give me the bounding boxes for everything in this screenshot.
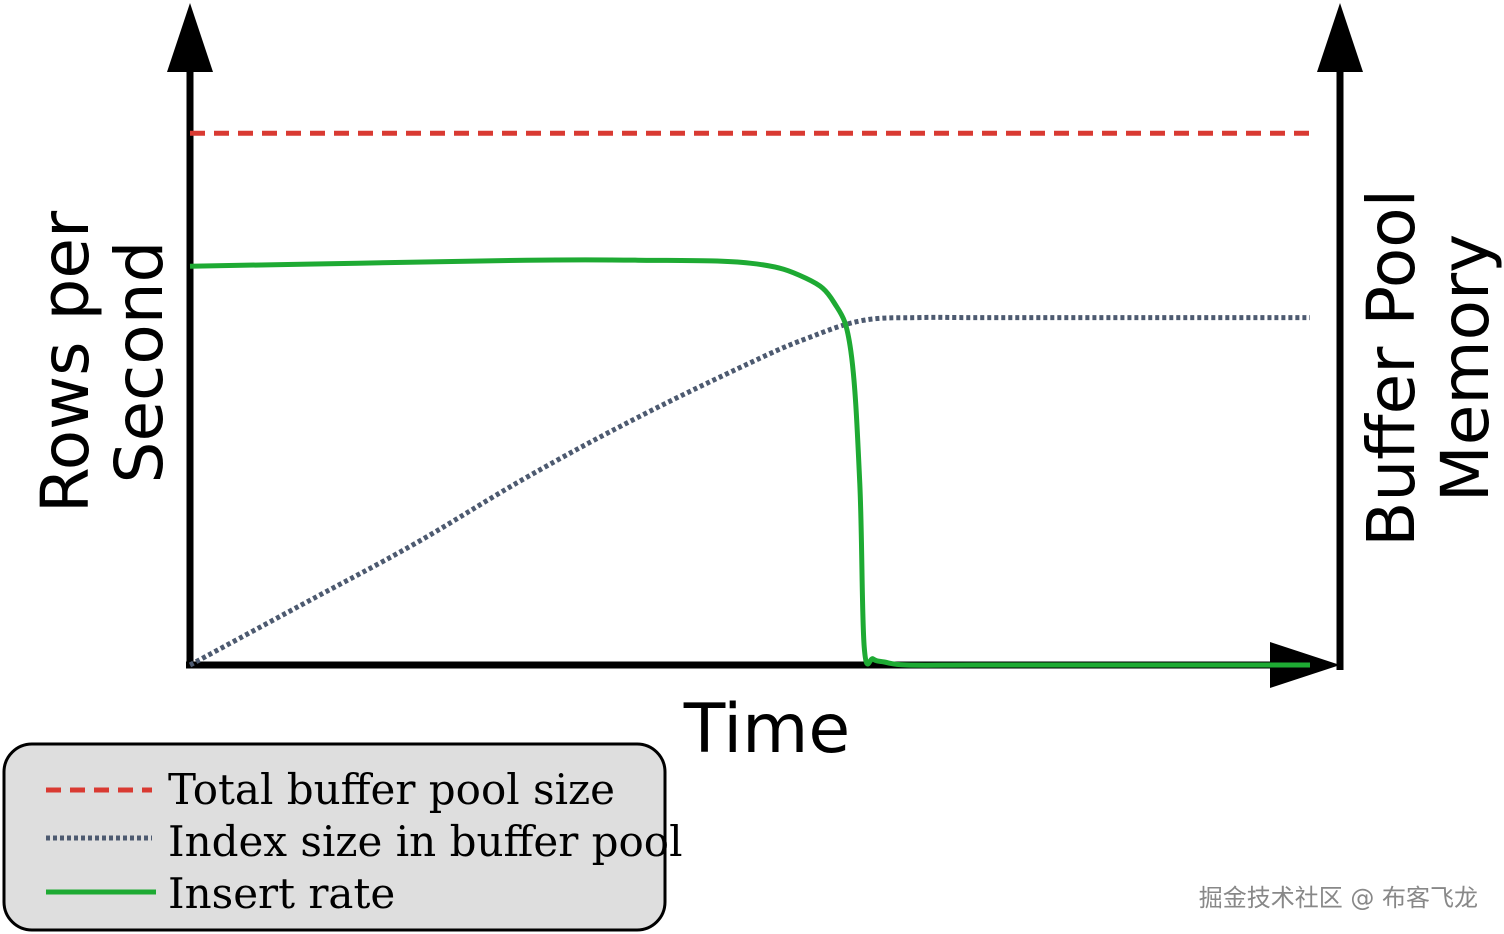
legend-box: [2, 742, 667, 932]
legend: Total buffer pool size Index size in buf…: [2, 742, 683, 932]
left-y-axis-label-line-2: Second: [101, 241, 178, 484]
right-y-axis-arrow: [1317, 3, 1363, 72]
series-group: [188, 130, 1310, 668]
left-y-axis-arrow: [167, 3, 213, 72]
watermark: 掘金技术社区 @ 布客飞龙: [1198, 884, 1478, 912]
series-line-index-size-in-buffer-pool: [188, 314, 1310, 668]
legend-label-total-buffer-pool-size: Total buffer pool size: [168, 765, 615, 814]
left-y-axis-label: Rows per Second: [27, 210, 178, 513]
legend-label-insert-rate: Insert rate: [168, 869, 395, 918]
series-line-insert-rate: [189, 257, 1310, 668]
right-y-axis-label: Buffer Pool Memory: [1353, 189, 1504, 547]
axes: [167, 3, 1363, 688]
right-y-axis-label-line-2: Memory: [1427, 234, 1504, 502]
left-y-axis-label-line-1: Rows per: [27, 210, 104, 513]
legend-label-index-size-in-buffer-pool: Index size in buffer pool: [168, 817, 683, 866]
right-y-axis-label-line-1: Buffer Pool: [1353, 189, 1430, 547]
x-axis-label: Time: [683, 690, 850, 769]
